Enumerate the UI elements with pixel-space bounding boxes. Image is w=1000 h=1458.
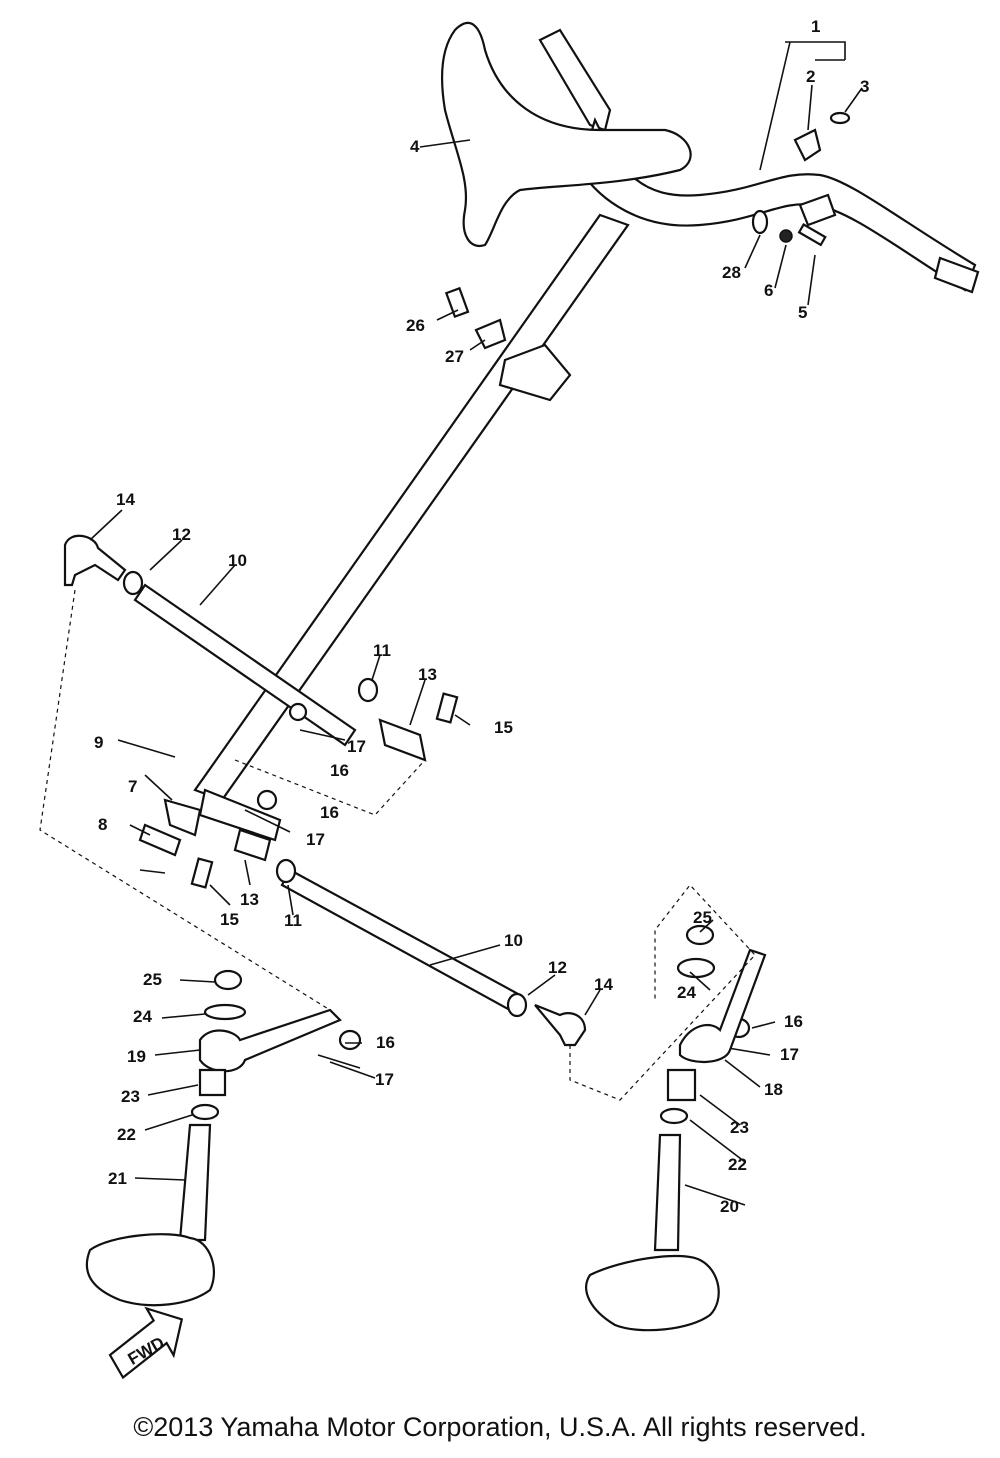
label-17b: 17 [306, 830, 325, 849]
throttle-lever-assembly [751, 41, 851, 247]
callout-labels: 1 2 3 4 28 6 5 26 27 14 12 10 11 13 15 1… [94, 17, 869, 1216]
label-17c: 17 [375, 1070, 394, 1089]
label-7: 7 [128, 777, 137, 796]
label-25b: 25 [693, 908, 712, 927]
label-11b: 11 [284, 911, 302, 930]
label-23a: 23 [121, 1087, 140, 1106]
handlebar-cover [440, 22, 692, 248]
label-24a: 24 [133, 1007, 152, 1026]
spindles [85, 1123, 720, 1332]
label-18: 18 [764, 1080, 783, 1099]
reference-lines [39, 589, 756, 1101]
label-14a: 14 [116, 490, 135, 509]
column-clamp [444, 286, 507, 350]
center-linkage [117, 692, 771, 1069]
label-10b: 10 [504, 931, 523, 950]
springs-washers [190, 1068, 697, 1125]
label-27: 27 [445, 347, 464, 366]
label-25a: 25 [143, 970, 162, 989]
label-21: 21 [108, 1169, 127, 1188]
label-1: 1 [811, 17, 820, 36]
label-15b: 15 [220, 910, 239, 929]
label-6: 6 [764, 281, 773, 300]
label-2: 2 [806, 67, 815, 86]
label-23b: 23 [730, 1118, 749, 1137]
label-17a: 17 [347, 737, 366, 756]
label-16c: 16 [376, 1033, 395, 1052]
label-8: 8 [98, 815, 107, 834]
label-22b: 22 [728, 1155, 747, 1174]
handlebar [538, 28, 980, 294]
label-22a: 22 [117, 1125, 136, 1144]
label-13b: 13 [240, 890, 259, 909]
label-17d: 17 [780, 1045, 799, 1064]
label-16a: 16 [330, 761, 349, 780]
label-10a: 10 [228, 551, 247, 570]
steering-exploded-diagram: 1 2 3 4 28 6 5 26 27 14 12 10 11 13 15 1… [39, 17, 980, 1380]
label-24b: 24 [677, 983, 696, 1002]
label-12a: 12 [172, 525, 191, 544]
label-20: 20 [720, 1197, 739, 1216]
label-4: 4 [410, 137, 420, 156]
knuckle-arms [198, 924, 767, 1073]
label-28: 28 [722, 263, 741, 282]
label-13a: 13 [418, 665, 437, 684]
steering-column [193, 213, 630, 802]
label-14b: 14 [594, 975, 613, 994]
copyright-notice: ©2013 Yamaha Motor Corporation, U.S.A. A… [133, 1412, 867, 1442]
label-16b: 16 [320, 803, 339, 822]
label-3: 3 [860, 77, 869, 96]
label-16d: 16 [784, 1012, 803, 1031]
fwd-arrow-mark: FWD [108, 1306, 184, 1380]
label-19: 19 [127, 1047, 146, 1066]
label-12b: 12 [548, 958, 567, 977]
label-9: 9 [94, 733, 103, 752]
leader-lines [89, 84, 863, 1206]
tie-rod-ends [63, 534, 587, 1047]
label-15a: 15 [494, 718, 513, 737]
label-26: 26 [406, 316, 425, 335]
label-5: 5 [798, 303, 807, 322]
label-11a: 11 [373, 641, 391, 660]
